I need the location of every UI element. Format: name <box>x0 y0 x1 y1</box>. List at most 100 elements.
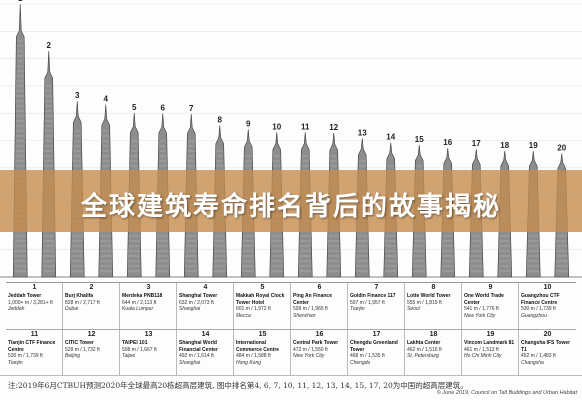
building-name: Shanghai World Financial Center <box>179 340 218 353</box>
copyright-note: © June 2019, Council on Tall Buildings a… <box>436 390 577 396</box>
building-city: Seoul <box>407 306 420 312</box>
building-height: 508 m / 1,667 ft <box>122 346 157 353</box>
building-rank: 4 <box>203 284 208 291</box>
building-rank: 13 <box>144 331 153 338</box>
building-city: Ho Chi Minh City <box>464 353 502 359</box>
tower-rank-label: 9 <box>246 119 251 128</box>
tower-rank-label: 6 <box>161 103 166 112</box>
building-name: Shanghai Tower <box>179 293 218 299</box>
tower-rank-label: 5 <box>132 103 137 112</box>
tower-rank-label: 12 <box>329 123 338 132</box>
tower-rank-label: 8 <box>218 115 223 124</box>
tower-rank-label: 2 <box>47 41 52 50</box>
building-city: Jeddah <box>8 306 25 312</box>
tower-1 <box>12 3 28 278</box>
building-city: Dubai <box>65 306 79 312</box>
tower-rank-label: 14 <box>386 133 395 142</box>
building-name: Vincom Landmark 81 <box>464 340 515 346</box>
building-city: Shenzhen <box>293 312 316 319</box>
building-rank: 12 <box>87 331 96 338</box>
building-rank: 7 <box>374 284 379 291</box>
building-height: 541 m / 1,776 ft <box>464 306 499 312</box>
building-name: International Commerce Centre <box>236 340 280 353</box>
building-rank: 20 <box>543 331 552 338</box>
banner-title: 全球建筑寿命排名背后的故事揭秘 <box>80 192 501 222</box>
building-height: 461 m / 1,513 ft <box>464 346 499 353</box>
tower-rank-label: 16 <box>443 138 452 147</box>
building-city: Mecca <box>236 312 251 319</box>
building-rank: 5 <box>260 284 265 291</box>
building-city: Shanghai <box>179 306 201 312</box>
building-name: Ping An Finance Center <box>293 293 332 306</box>
building-height: 530 m / 1,739 ft <box>8 353 43 359</box>
building-height: 555 m / 1,819 ft <box>407 299 442 306</box>
building-rank: 19 <box>486 331 495 338</box>
building-rank: 1 <box>32 284 37 291</box>
building-height: 644 m / 2,113 ft <box>122 299 157 306</box>
building-name: TAIPEI 101 <box>122 340 148 346</box>
building-height: 468 m / 1,535 ft <box>350 353 385 359</box>
building-rank: 8 <box>431 284 436 291</box>
tower-rank-label: 4 <box>104 94 109 103</box>
building-city: Changsha <box>521 359 544 366</box>
building-rank: 11 <box>30 331 39 338</box>
building-city: Guangzhou <box>521 312 547 319</box>
building-height: 530 m / 1,739 ft <box>521 306 556 312</box>
tower-rank-label: 7 <box>189 104 194 113</box>
tower-rank-label: 17 <box>472 139 481 148</box>
tower-rank-label: 18 <box>500 141 509 150</box>
building-city: New York City <box>464 312 496 319</box>
building-rank: 14 <box>201 331 210 338</box>
skyline-illustration: 1234567891011121314151617181920 <box>0 0 582 278</box>
building-height: 492 m / 1,614 ft <box>179 353 214 359</box>
tower-rank-labels: 1234567891011121314151617181920 <box>18 0 567 153</box>
building-height: 632 m / 2,073 ft <box>179 299 214 306</box>
building-name: Central Park Tower <box>293 340 339 346</box>
building-height: 599 m / 1,965 ft <box>293 306 328 312</box>
building-height: 601 m / 1,972 ft <box>236 306 271 312</box>
building-name: Tianjin CTF Finance Centre <box>8 340 56 353</box>
building-name: Burj Khalifa <box>65 293 94 299</box>
tower-rank-label: 3 <box>75 91 80 100</box>
building-rank: 16 <box>315 331 324 338</box>
building-rank: 18 <box>429 331 438 338</box>
building-name: Jeddah Tower <box>8 293 42 299</box>
building-name: Lakhta Center <box>407 340 441 346</box>
building-name: CITIC Tower <box>65 340 94 346</box>
building-height: 828 m / 2,717 ft <box>65 299 100 306</box>
building-height: 1,000+ m / 3,281+ ft <box>8 299 53 306</box>
building-height: 484 m / 1,588 ft <box>236 353 271 359</box>
building-height: 597 m / 1,957 ft <box>350 299 385 306</box>
building-rank: 15 <box>258 331 267 338</box>
building-rank: 3 <box>146 284 151 291</box>
